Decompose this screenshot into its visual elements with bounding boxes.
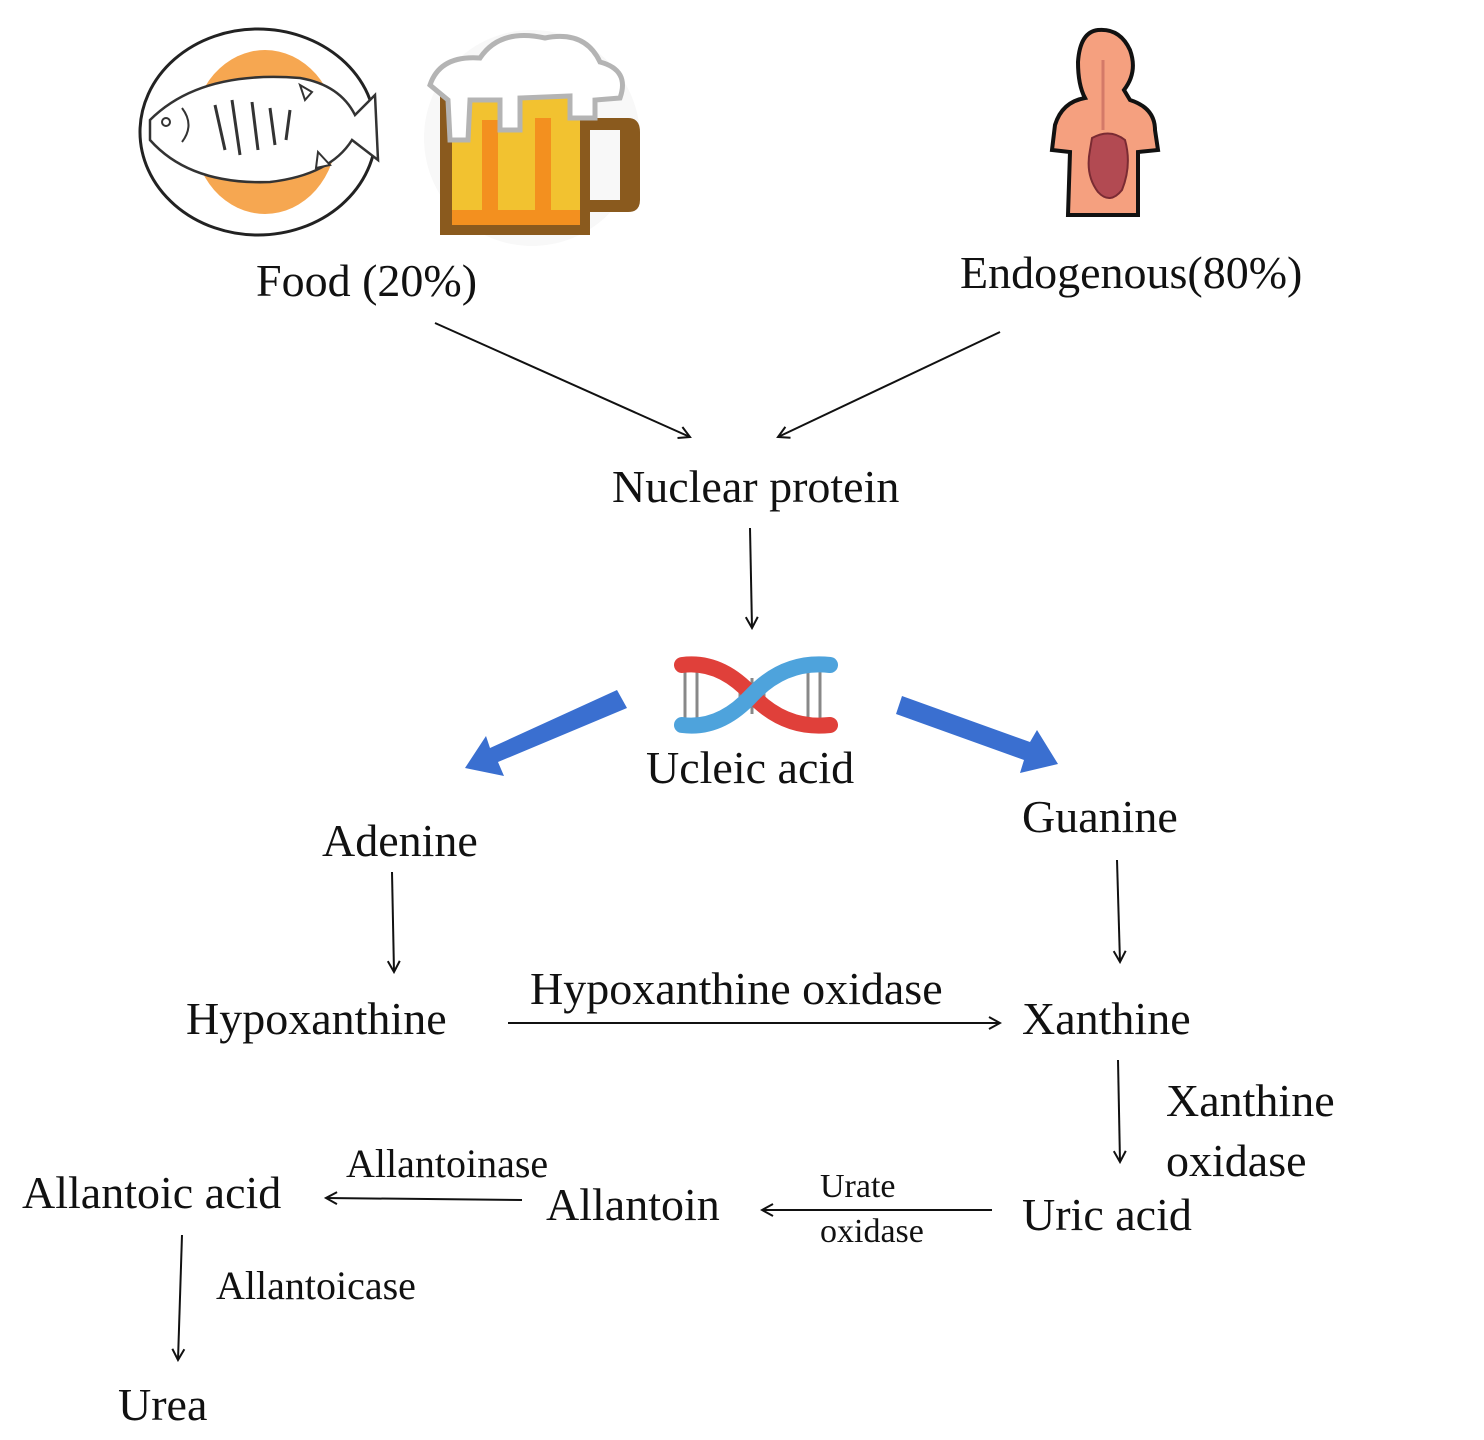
enzyme-urate-oxidase-line1: Urate bbox=[820, 1168, 896, 1205]
enzyme-xanthine-oxidase-line1: Xanthine bbox=[1166, 1075, 1335, 1126]
node-allantoic-acid: Allantoic acid bbox=[22, 1167, 282, 1218]
node-xanthine: Xanthine bbox=[1022, 993, 1191, 1044]
enzyme-urate-oxidase-line2: oxidase bbox=[820, 1213, 924, 1250]
arrow-adenine-to-hypoxanthine bbox=[392, 871, 394, 972]
food-source-label: Food (20%) bbox=[256, 255, 478, 306]
endogenous-source-label: Endogenous(80%) bbox=[960, 247, 1303, 298]
node-nucleic-acid: Ucleic acid bbox=[646, 742, 855, 793]
enzyme-allantoicase: Allantoicase bbox=[216, 1263, 416, 1308]
dna-icon bbox=[674, 656, 838, 734]
node-adenine: Adenine bbox=[322, 815, 478, 866]
arrow-food-to-nuclear-protein bbox=[434, 322, 690, 437]
node-hypoxanthine: Hypoxanthine bbox=[186, 993, 447, 1044]
arrow-guanine-to-xanthine bbox=[1117, 859, 1120, 962]
arrow-nucleic-acid-to-guanine bbox=[896, 696, 1058, 773]
beer-mug-icon bbox=[424, 30, 640, 246]
arrow-endogenous-to-nuclear-protein bbox=[778, 331, 1001, 437]
arrow-nucleic-acid-to-adenine bbox=[465, 690, 627, 776]
fish-plate-icon bbox=[138, 27, 380, 237]
arrow-allantoin-to-allantoic-acid bbox=[326, 1198, 523, 1200]
node-guanine: Guanine bbox=[1022, 791, 1178, 842]
node-allantoin: Allantoin bbox=[546, 1179, 720, 1230]
arrow-allantoic-acid-to-urea bbox=[178, 1234, 182, 1360]
arrow-nuclear-protein-to-nucleic-acid bbox=[750, 527, 752, 628]
arrow-xanthine-to-uric-acid bbox=[1118, 1059, 1120, 1162]
enzyme-xanthine-oxidase-line2: oxidase bbox=[1166, 1135, 1307, 1186]
enzyme-hypoxanthine-oxidase: Hypoxanthine oxidase bbox=[530, 963, 943, 1014]
node-urea: Urea bbox=[118, 1379, 208, 1430]
human-body-organs-icon bbox=[1049, 27, 1161, 217]
node-nuclear-protein: Nuclear protein bbox=[612, 461, 900, 512]
node-uric-acid: Uric acid bbox=[1022, 1189, 1192, 1240]
enzyme-allantoinase: Allantoinase bbox=[346, 1141, 549, 1186]
